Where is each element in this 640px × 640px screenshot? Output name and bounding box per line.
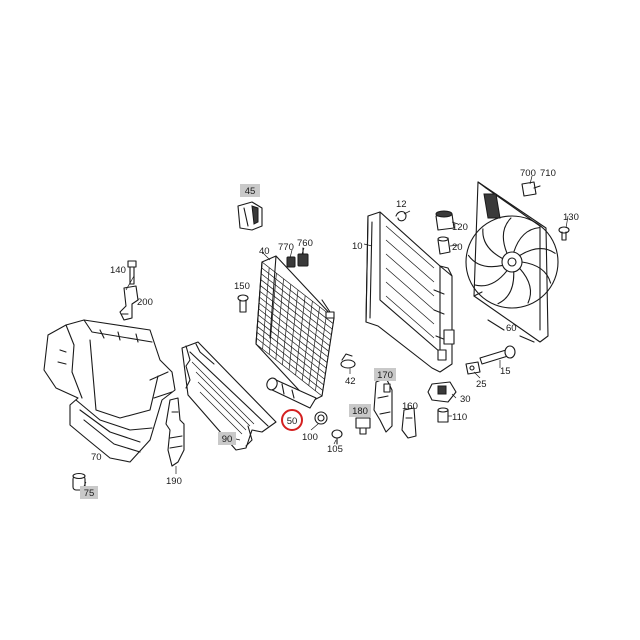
callout-760[interactable]: 760 — [297, 238, 313, 249]
callout-60[interactable]: 60 — [506, 323, 517, 334]
svg-text:50: 50 — [287, 416, 298, 427]
part-30-bracket[interactable] — [427, 381, 457, 403]
callout-90[interactable]: 90 — [218, 432, 236, 445]
callout-120[interactable]: 120 — [452, 222, 468, 233]
part-140-bolt[interactable] — [127, 260, 137, 285]
svg-text:170: 170 — [377, 370, 393, 381]
part-130-bolt[interactable] — [558, 226, 570, 241]
part-50-dryer[interactable] — [265, 377, 317, 409]
callout-170[interactable]: 170 — [374, 368, 396, 381]
part-70-air-duct[interactable] — [43, 319, 176, 463]
callout-770[interactable]: 770 — [278, 242, 294, 253]
callout-105[interactable]: 105 — [327, 444, 343, 455]
part-160-bracket[interactable] — [401, 407, 417, 439]
callout-700[interactable]: 700 — [520, 168, 536, 179]
svg-text:90: 90 — [222, 434, 233, 445]
svg-text:180: 180 — [352, 406, 368, 417]
part-75-bushing[interactable] — [72, 472, 86, 491]
part-42-grommet[interactable] — [340, 353, 356, 369]
part-15-sensor[interactable] — [479, 345, 516, 365]
callout-15[interactable]: 15 — [500, 366, 511, 377]
callout-150[interactable]: 150 — [234, 281, 250, 292]
part-150-bolt[interactable] — [237, 294, 249, 313]
callout-70[interactable]: 70 — [91, 452, 102, 463]
part-45-bracket[interactable] — [237, 201, 263, 231]
part-40-condenser[interactable] — [255, 255, 335, 403]
callout-12[interactable]: 12 — [396, 199, 407, 210]
part-120-reservoir-cap[interactable] — [435, 210, 455, 231]
callout-42[interactable]: 42 — [345, 376, 356, 387]
part-10-radiator[interactable] — [365, 211, 455, 373]
callout-45[interactable]: 45 — [240, 184, 260, 197]
part-25-bracket[interactable] — [465, 361, 481, 375]
callout-10[interactable]: 10 — [352, 241, 363, 252]
part-100-plug[interactable] — [314, 411, 328, 425]
callout-25[interactable]: 25 — [476, 379, 487, 390]
callout-200[interactable]: 200 — [137, 297, 153, 308]
part-20-sensor[interactable] — [437, 236, 451, 255]
leader-lines — [83, 175, 569, 487]
callout-190[interactable]: 190 — [166, 476, 182, 487]
part-170-bracket[interactable] — [373, 377, 393, 433]
part-60-fan-assembly[interactable] — [465, 181, 559, 343]
part-105-bolt[interactable] — [331, 429, 343, 445]
part-12-clip[interactable] — [395, 210, 407, 222]
svg-text:45: 45 — [245, 186, 256, 197]
callout-75[interactable]: 75 — [80, 486, 98, 499]
callout-130[interactable]: 130 — [563, 212, 579, 223]
part-770-cap[interactable] — [286, 256, 296, 268]
part-110-bushing[interactable] — [437, 407, 449, 423]
callout-180[interactable]: 180 — [349, 404, 371, 417]
part-180-bolt[interactable] — [355, 417, 371, 435]
svg-text:75: 75 — [84, 488, 95, 499]
callout-140[interactable]: 140 — [110, 265, 126, 276]
part-200-bracket[interactable] — [119, 285, 139, 321]
callout-710[interactable]: 710 — [540, 168, 556, 179]
callout-40[interactable]: 40 — [259, 246, 270, 257]
callout-100[interactable]: 100 — [302, 432, 318, 443]
callout-20[interactable]: 20 — [452, 242, 463, 253]
callout-160[interactable]: 160 — [402, 401, 418, 412]
part-700-connector[interactable] — [521, 181, 541, 197]
part-90-radiator[interactable] — [181, 341, 277, 451]
callout-50[interactable]: 50 — [281, 409, 303, 431]
callout-110[interactable]: 110 — [452, 412, 467, 423]
callout-30[interactable]: 30 — [460, 394, 471, 405]
part-190-bracket[interactable] — [165, 397, 185, 467]
callout-labels: 45 140 200 40 770 760 150 12 120 10 20 7… — [80, 168, 579, 499]
